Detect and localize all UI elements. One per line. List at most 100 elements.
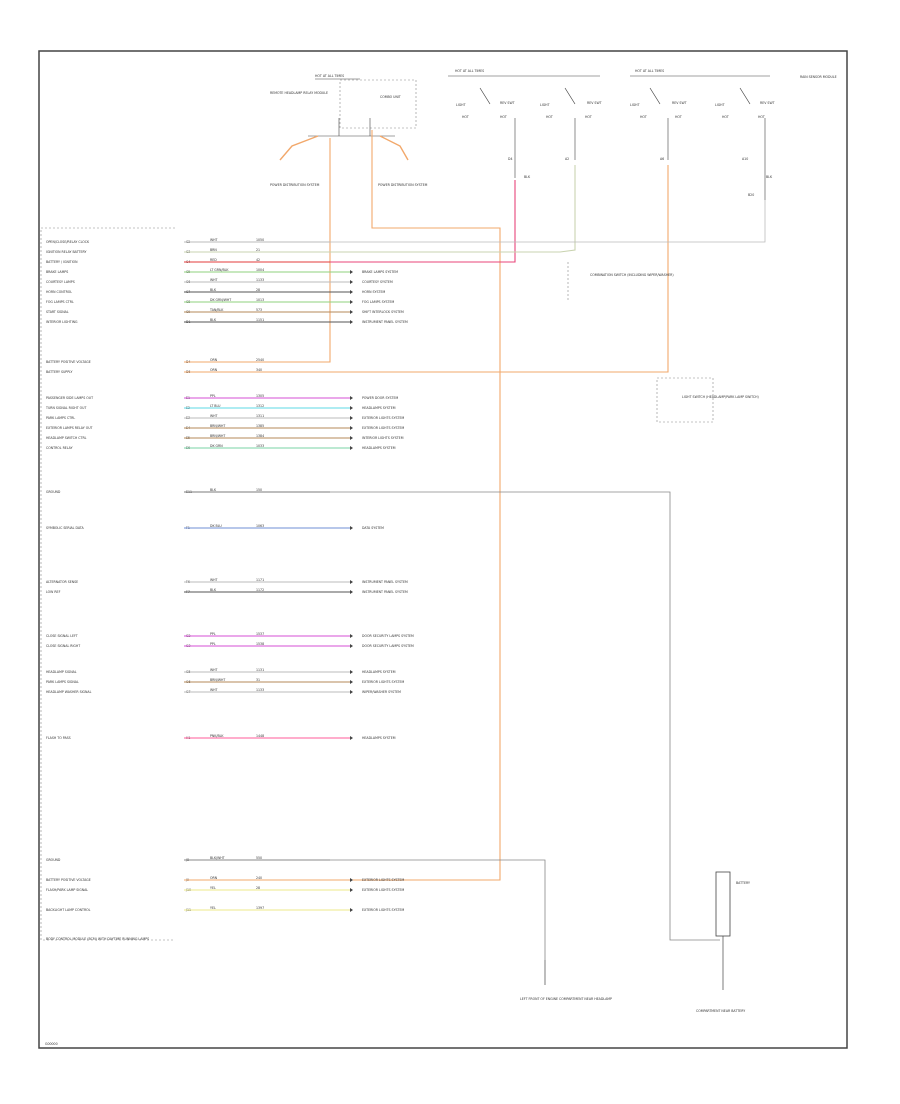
row-arrow-icon [350,680,353,684]
row-label: FOG LAMPS CTRL [46,300,74,304]
row-destination: POWER DOOR SYSTEM [362,396,398,400]
gray-top-feed [184,200,766,243]
orange-main-riser [184,130,501,881]
row-arrow-icon [350,270,353,274]
svg-text:HOT: HOT [675,115,682,119]
row-circuit: 42 [256,258,260,262]
row-arrow-icon [350,426,353,430]
power-dist-right: POWER DISTRIBUTION SYSTEM [378,183,428,187]
row-circuit: 28 [256,886,260,890]
fuse-block-1-label: HOT AT ALL TIMES [315,74,344,78]
row-wire-color: PPL [210,642,216,646]
svg-text:REV SWT: REV SWT [760,101,775,105]
row-label: HEADLAMP SIGNAL [46,670,77,674]
diagram-id: G00000 [45,1042,58,1046]
row-circuit: 1448 [256,734,264,738]
row-label: BATTERY POSITIVE VOLTAGE [46,878,91,882]
svg-text:HOT: HOT [640,115,647,119]
row-wire-color: BRN/WHT [210,678,225,682]
orange-feed-right [379,135,409,161]
svg-text:LIGHT: LIGHT [540,103,550,107]
row-circuit: 1171 [256,578,264,582]
right-corner-label: RAIN SENSOR MODULE [800,75,837,79]
row-wire-color: WHT [210,578,218,582]
battery-symbol: BATTERY [715,871,750,990]
row-destination: FOG LAMPS SYSTEM [362,300,395,304]
row-wire-color: ORN [210,368,218,372]
power-dist-left: POWER DISTRIBUTION SYSTEM [270,183,320,187]
svg-text:LIGHT: LIGHT [715,103,725,107]
row-wire-color: PPL [210,632,216,636]
row-circuit: 1384 [256,434,264,438]
row-destination: EXTERIOR LIGHTS SYSTEM [362,888,405,892]
row-arrow-icon [350,446,353,450]
row-destination: INSTRUMENT PANEL SYSTEM [362,580,408,584]
row-wire-color: BRN [210,248,217,252]
fuse-block-3-label: HOT AT ALL TIMES [635,69,664,73]
svg-text:LIGHT: LIGHT [630,103,640,107]
row-arrow-icon [350,300,353,304]
row-label: EXTERIOR LAMPS RELAY OUT [46,426,93,430]
svg-text:D4: D4 [508,157,512,161]
row-circuit: 150 [256,488,262,492]
svg-text:HOT: HOT [546,115,553,119]
top-left-module: REMOTE HEADLAMP RELAY MODULE COMBO UNIT [270,79,417,137]
row-circuit: 1538 [256,642,264,646]
row-destination: HEADLAMPS SYSTEM [362,736,396,740]
row-arrow-icon [350,736,353,740]
row-arrow-icon [350,290,353,294]
svg-text:HOT: HOT [758,115,765,119]
svg-text:A6: A6 [660,157,664,161]
row-label: PARK LAMPS SIGNAL [46,680,79,684]
row-wire-color: BLK [210,488,217,492]
row-wire-color: ORN [210,358,218,362]
row-circuit: 573 [256,308,262,312]
row-circuit: 21 [256,248,260,252]
battery-label: BATTERY [736,881,750,885]
row-circuit: 1385 [256,424,264,428]
row-wire-color: WHT [210,278,218,282]
svg-text:LIGHT: LIGHT [456,103,466,107]
row-wire-color: DK BLU [210,524,222,528]
row-label: INTERIOR LIGHTING [46,320,78,324]
fuse-block-2-label: HOT AT ALL TIMES [455,69,484,73]
row-circuit: 1312 [256,404,264,408]
row-label: GROUND [46,490,61,494]
pink-ignition [184,180,516,263]
row-arrow-icon [350,436,353,440]
row-destination: SHIFT INTERLOCK SYSTEM [362,310,404,314]
row-destination: WIPER/WASHER SYSTEM [362,690,401,694]
yellow-green-feed [184,165,576,253]
fuse-block-1: HOT AT ALL TIMES [315,74,360,80]
row-circuit: 28 [256,288,260,292]
row-label: COURTESY LAMPS [46,280,75,284]
row-destination: EXTERIOR LIGHTS SYSTEM [362,908,405,912]
row-arrow-icon [350,590,353,594]
module-caption: BODY CONTROL MODULE (BCM) WITH DAYTIME R… [46,937,149,941]
orange-right-riser [184,165,669,373]
row-label: BATTERY SUPPLY [46,370,72,374]
row-arrow-icon [350,644,353,648]
row-destination: DOOR SECURITY LAMPS SYSTEM [362,634,414,638]
row-destination: INTERIOR LIGHTS SYSTEM [362,436,404,440]
row-arrow-icon [350,878,353,882]
row-destination: EXTERIOR LIGHTS SYSTEM [362,426,405,430]
top-left-module-label: REMOTE HEADLAMP RELAY MODULE [270,91,328,95]
row-arrow-icon [350,670,353,674]
row-arrow-icon [350,406,353,410]
row-label: PARK LAMPS CTRL [46,416,75,420]
diagram-border [38,50,848,1049]
row-wire-color: WHT [210,414,218,418]
row-destination: INSTRUMENT PANEL SYSTEM [362,590,408,594]
row-arrow-icon [350,908,353,912]
row-label: BACKLIGHT LAMP CONTROL [46,908,91,912]
row-circuit: 1131 [256,668,264,672]
gray-ground-left [184,859,546,960]
row-wire-color: TAN/BLK [209,308,224,312]
row-destination: EXTERIOR LIGHTS SYSTEM [362,416,405,420]
row-label: BRAKE LAMPS [46,270,68,274]
fuse-taps [514,118,766,200]
row-arrow-icon [350,320,353,324]
